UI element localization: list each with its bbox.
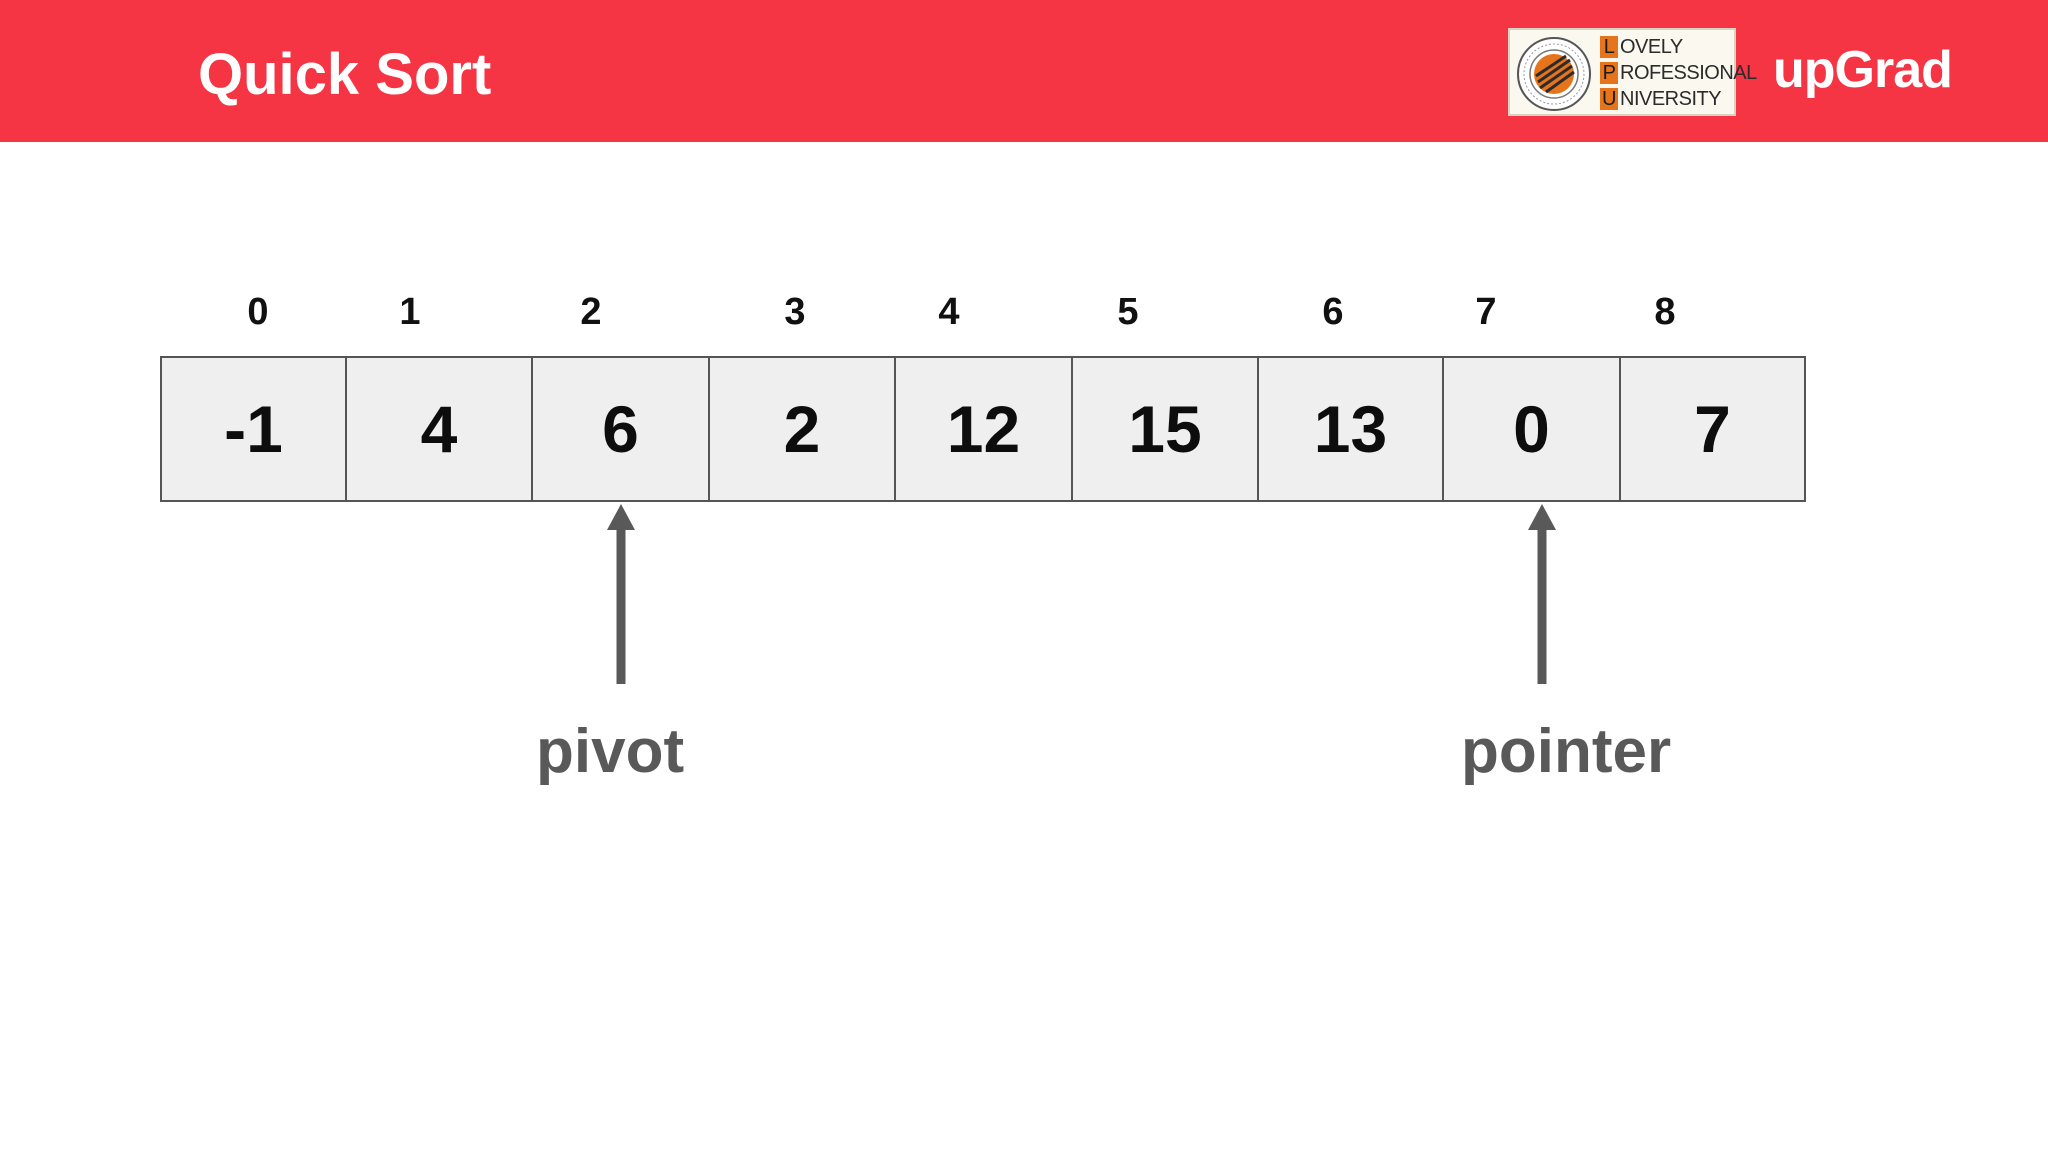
pointer-label: pointer	[1461, 717, 1672, 786]
index-label: 0	[247, 291, 269, 333]
array-cell: 13	[1257, 356, 1444, 502]
slide-title: Quick Sort	[198, 42, 492, 107]
array-cell: 7	[1619, 356, 1806, 502]
array-cell: 12	[894, 356, 1073, 502]
index-label: 6	[1322, 291, 1344, 333]
upgrad-logo: upGrad	[1773, 41, 1953, 99]
array-cell: 6	[531, 356, 710, 502]
array-cell: 2	[708, 356, 896, 502]
array-cell: 15	[1071, 356, 1259, 502]
pointer-arrow	[1528, 504, 1556, 684]
array-cell: 0	[1442, 356, 1621, 502]
array-cell: -1	[160, 356, 347, 502]
index-label: 5	[1117, 291, 1139, 333]
array-cell: 4	[345, 356, 533, 502]
index-label: 2	[580, 291, 602, 333]
pivot-arrow	[607, 504, 635, 684]
index-label: 1	[399, 291, 421, 333]
lpu-seal-icon	[1517, 37, 1591, 111]
index-label: 8	[1654, 291, 1676, 333]
index-label: 7	[1475, 291, 1497, 333]
index-label: 4	[938, 291, 960, 333]
pivot-label: pivot	[536, 717, 685, 786]
index-label: 3	[784, 291, 806, 333]
